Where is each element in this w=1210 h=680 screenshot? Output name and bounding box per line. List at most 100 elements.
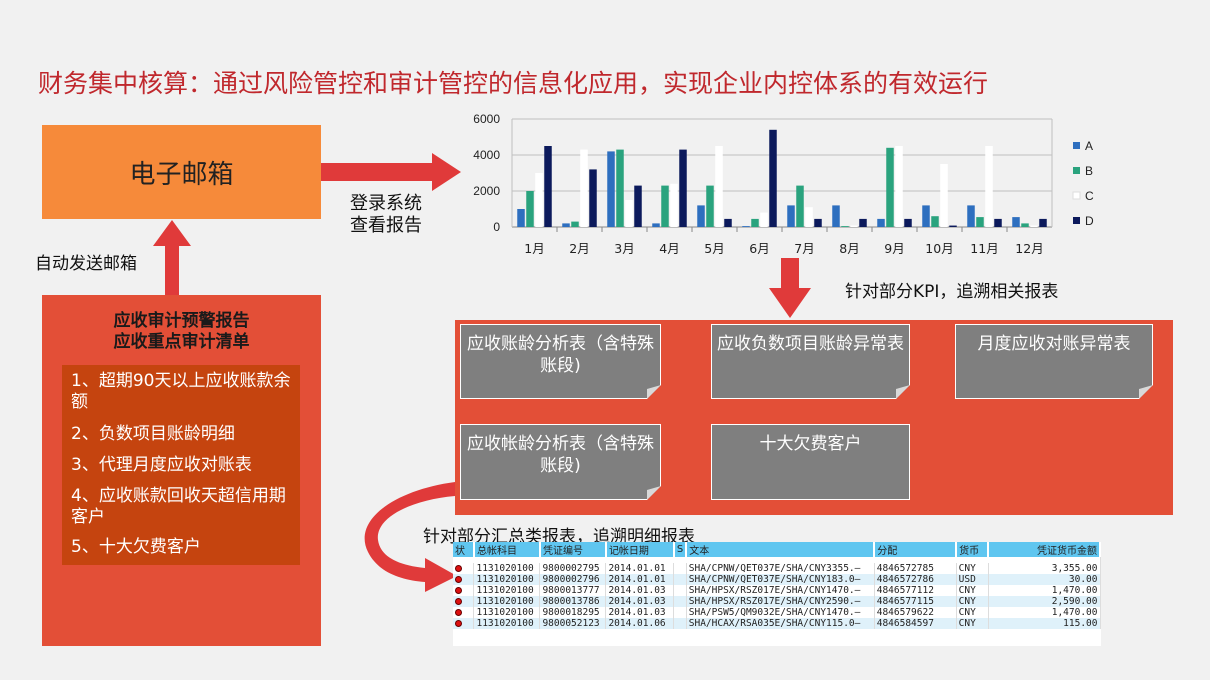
report-card[interactable]: 应收帐龄分析表（含特殊账段) <box>460 424 661 500</box>
login-label: 登录系统 查看报告 <box>350 193 422 237</box>
bar-D <box>679 149 687 227</box>
table-cell: 9800013777 <box>539 585 607 596</box>
table-cell: 1131020100 <box>473 563 541 574</box>
bar-B <box>976 217 984 227</box>
table-cell <box>453 596 475 607</box>
table-cell <box>453 585 475 596</box>
table-cell <box>673 563 687 574</box>
report-list: 1、超期90天以上应收账款余额 2、负数项目账龄明细 3、代理月度应收对账表 4… <box>62 365 300 565</box>
legend-label: D <box>1085 214 1094 228</box>
x-tick-label: 3月 <box>614 241 634 256</box>
bar-D <box>1039 218 1047 227</box>
report-card[interactable]: 应收账龄分析表（含特殊账段) <box>460 324 661 399</box>
table-cell: 1131020100 <box>473 574 541 585</box>
table-cell: 2014.01.01 <box>605 563 675 574</box>
table-cell: 9800018295 <box>539 607 607 618</box>
bar-D <box>904 218 912 227</box>
bar-A <box>517 209 525 227</box>
table-cell: 1,470.00 <box>988 607 1101 618</box>
table-cell: 1,470.00 <box>988 585 1101 596</box>
report-item: 5、十大欠费客户 <box>71 537 201 557</box>
bar-B <box>706 185 714 227</box>
table-cell: 2,590.00 <box>988 596 1101 607</box>
report-card[interactable]: 应收负数项目账龄异常表 <box>711 324 910 399</box>
y-tick-label: 6000 <box>473 112 500 126</box>
report-item: 2、负数项目账龄明细 <box>71 424 235 444</box>
bar-A <box>787 205 795 227</box>
table-cell: 2014.01.03 <box>605 607 675 618</box>
bar-C <box>580 149 588 227</box>
table-cell: SHA/CPNW/QET037E/SHA/CNY183.0– <box>686 574 875 585</box>
legend-swatch <box>1072 191 1081 200</box>
table-cell: CNY <box>956 618 989 629</box>
report-card-label: 月度应收对账异常表 <box>977 334 1131 354</box>
page-fold-icon <box>1139 385 1153 399</box>
table-cell: 1131020100 <box>473 618 541 629</box>
bar-B <box>661 185 669 227</box>
column-header[interactable]: 状 <box>453 542 475 557</box>
legend-swatch <box>1073 167 1080 174</box>
column-header[interactable]: 文本 <box>686 542 876 557</box>
table-cell: 4846579622 <box>874 607 957 618</box>
bar-B <box>526 191 534 227</box>
column-header[interactable]: 记帐日期 <box>605 542 675 557</box>
table-cell: 2014.01.03 <box>605 596 675 607</box>
table-cell <box>673 618 687 629</box>
report-card-label: 应收账龄分析表（含特殊账段) <box>467 334 654 376</box>
bar-D <box>544 146 552 227</box>
bar-B <box>841 226 849 227</box>
column-header[interactable]: S <box>673 542 688 557</box>
column-header[interactable]: 凭证编号 <box>539 542 607 557</box>
column-header[interactable]: 分配 <box>874 542 958 557</box>
report-title-line1: 应收审计预警报告 <box>113 311 250 331</box>
audit-report-box: 应收审计预警报告 应收重点审计清单 1、超期90天以上应收账款余额 2、负数项目… <box>42 295 321 646</box>
status-dot-icon <box>455 620 462 627</box>
arrow-chart-to-panel <box>769 258 811 318</box>
x-tick-label: 1月 <box>524 241 544 256</box>
bar-A <box>1012 217 1020 227</box>
table-cell: 30.00 <box>988 574 1101 585</box>
report-card-label: 应收帐龄分析表（含特殊账段) <box>467 434 654 476</box>
page-fold-icon <box>647 385 661 399</box>
status-dot-icon <box>455 609 462 616</box>
table-cell: 4846584597 <box>874 618 957 629</box>
bar-B <box>931 216 939 227</box>
status-dot-icon <box>455 598 462 605</box>
table-cell: SHA/HCAX/RSA035E/SHA/CNY115.0– <box>686 618 875 629</box>
bar-D <box>769 129 777 227</box>
table-cell: 9800002795 <box>539 563 607 574</box>
bar-C <box>715 146 723 227</box>
x-tick-label: 12月 <box>1015 241 1043 256</box>
table-cell: 1131020100 <box>473 585 541 596</box>
bar-D <box>814 218 822 227</box>
x-tick-label: 4月 <box>659 241 679 256</box>
bar-C <box>985 146 993 227</box>
x-tick-label: 2月 <box>569 241 589 256</box>
table-cell: 3,355.00 <box>988 563 1101 574</box>
table-cell: 4846572786 <box>874 574 957 585</box>
report-card[interactable]: 月度应收对账异常表 <box>955 324 1153 399</box>
table-cell: SHA/CPNW/QET037E/SHA/CNY3355.– <box>686 563 875 574</box>
column-header[interactable]: 货币 <box>956 542 990 557</box>
bar-D <box>724 218 732 227</box>
legend-swatch <box>1073 142 1080 149</box>
page-fold-icon <box>896 385 910 399</box>
bar-C <box>850 225 858 227</box>
status-dot-icon <box>455 587 462 594</box>
y-tick-label: 4000 <box>473 148 500 162</box>
x-tick-label: 9月 <box>884 241 904 256</box>
column-header[interactable]: 凭证货币金额 <box>988 542 1101 557</box>
report-card[interactable]: 十大欠费客户 <box>711 424 910 500</box>
x-tick-label: 8月 <box>839 241 859 256</box>
column-header[interactable]: 总帐科目 <box>473 542 541 557</box>
kpi-label: 针对部分KPI，追溯相关报表 <box>845 282 1059 302</box>
table-cell: 4846577115 <box>874 596 957 607</box>
table-cell <box>673 596 687 607</box>
